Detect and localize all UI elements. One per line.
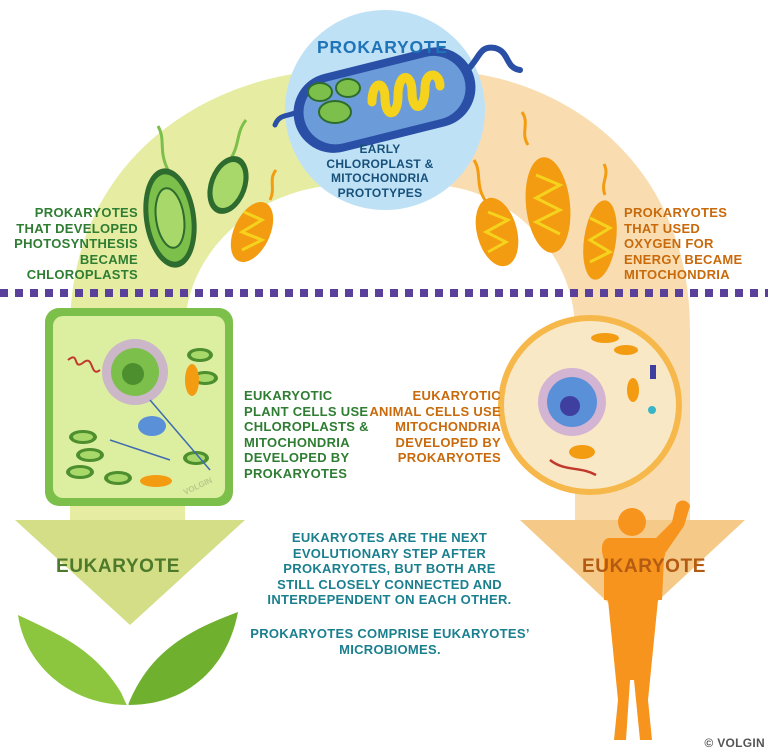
center-paragraph-2: PROKARYOTES COMPRISE EUKARYOTES’ MICROBI…: [250, 626, 530, 657]
right-eukaryote-label: EUKARYOTE: [582, 556, 706, 577]
green-prokaryotes: [143, 119, 278, 268]
orange-prokaryotes: [472, 111, 617, 280]
plant-leaves-illustration: [18, 612, 238, 706]
animal-cell: [498, 315, 682, 495]
prokaryote-cell: [272, 44, 523, 153]
left-origin-label: PROKARYOTES THAT DEVELOPED PHOTOSYNTHESI…: [14, 205, 138, 282]
center-paragraph-1: EUKARYOTES ARE THE NEXT EVOLUTIONARY STE…: [267, 530, 512, 607]
human-silhouette: [601, 500, 690, 740]
plant-cell: VOLGIN: [45, 308, 233, 506]
right-origin-label: PROKARYOTES THAT USED OXYGEN FOR ENERGY …: [624, 205, 743, 282]
plant-cell-label: EUKARYOTIC PLANT CELLS USE CHLOROPLASTS …: [244, 388, 369, 481]
left-eukaryote-label: EUKARYOTE: [56, 556, 180, 577]
animal-cell-label: EUKARYOTIC ANIMAL CELLS USE MITOCHONDRIA…: [369, 388, 501, 465]
credit-text: © VOLGIN: [704, 736, 765, 750]
prokaryote-title: PROKARYOTE: [317, 37, 448, 57]
prokaryote-caption: EARLY CHLOROPLAST & MITOCHONDRIA PROTOTY…: [326, 142, 434, 200]
